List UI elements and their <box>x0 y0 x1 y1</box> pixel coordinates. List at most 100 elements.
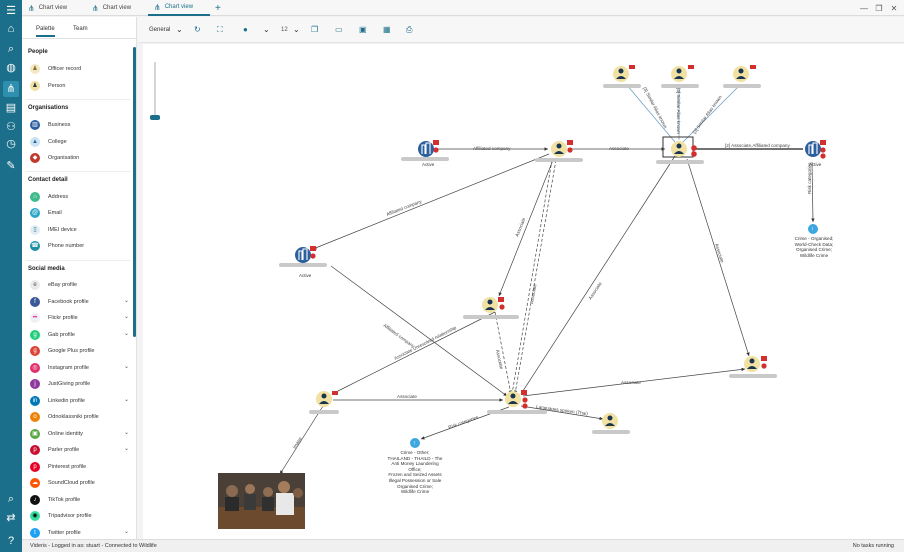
node-risk-category-a[interactable]: ! <box>808 224 818 234</box>
chevron-down-icon[interactable]: ⌄ <box>293 25 300 34</box>
minimize-icon[interactable]: — <box>860 3 868 13</box>
node-business-mid-left[interactable]: Active <box>279 246 327 278</box>
palette-item-officer-record[interactable]: ♟Officer record <box>30 63 133 75</box>
chevron-down-icon[interactable]: ⌄ <box>123 364 129 370</box>
close-icon[interactable]: ✕ <box>890 3 898 13</box>
help-icon[interactable]: ? <box>7 534 15 547</box>
chevron-down-icon[interactable]: ⌄ <box>176 25 183 34</box>
font-size-select[interactable]: 12 <box>281 27 288 33</box>
palette-item-phone-number[interactable]: ☎Phone number <box>30 241 85 251</box>
palette-item-flickr[interactable]: ••Flickr profile⌄ <box>30 312 133 324</box>
palette-item-person[interactable]: ♟Person <box>30 80 133 92</box>
palette-item-business[interactable]: ▥Business <box>30 119 133 131</box>
edge-similar-1[interactable] <box>625 83 676 143</box>
save-image-icon[interactable]: ▣ <box>359 25 367 34</box>
restore-icon[interactable]: ❐ <box>875 3 883 13</box>
report-icon[interactable]: ✎ <box>6 159 16 172</box>
export-image-icon[interactable]: ▦ <box>383 25 391 34</box>
chevron-down-icon[interactable]: ⌄ <box>123 298 129 304</box>
copy-icon[interactable]: ❐ <box>311 25 319 34</box>
chevron-down-icon[interactable]: ⌄ <box>123 397 129 403</box>
node-person-middle[interactable] <box>463 297 519 319</box>
refresh-icon[interactable]: ↻ <box>194 25 201 34</box>
group-icon[interactable]: ⚇ <box>6 120 16 133</box>
palette-item-tripadvisor[interactable]: ◉Tripadvisor profile <box>30 510 133 522</box>
palette-item-organisation[interactable]: ◆Organisation <box>30 152 133 164</box>
chevron-down-icon[interactable]: ⌄ <box>123 529 129 535</box>
edge-similar-3[interactable] <box>682 83 742 143</box>
node-person-top-1[interactable] <box>603 65 641 88</box>
palette-item-soundcloud[interactable]: ☁SoundCloud profile <box>30 478 95 488</box>
search-records-icon[interactable]: ⌕ <box>7 492 15 505</box>
zoom-slider-track[interactable] <box>154 62 156 120</box>
palette-item-college[interactable]: ▲College <box>30 136 133 148</box>
add-tab-button[interactable]: + <box>215 2 221 14</box>
tab-palette[interactable]: Palette <box>36 26 55 37</box>
edge-associate-mid-b[interactable] <box>494 311 513 395</box>
tab-chart-view-1[interactable]: ⋔Chart view <box>28 3 68 13</box>
chevron-down-icon[interactable]: ⌄ <box>123 446 129 452</box>
tab-chart-view-2[interactable]: ⋔Chart view <box>92 3 132 13</box>
hamburger-menu-icon[interactable]: ☰ <box>6 4 16 17</box>
image-node-photo[interactable] <box>218 473 305 529</box>
edge-image[interactable] <box>279 405 324 475</box>
clipboard-icon[interactable]: ▭ <box>335 25 343 34</box>
layout-select[interactable]: General <box>149 27 171 33</box>
palette-item-email[interactable]: @Email <box>30 208 62 218</box>
table-icon[interactable]: ▤ <box>5 101 17 114</box>
palette-scrollbar[interactable] <box>133 47 136 337</box>
edge-associate-dashed-a[interactable] <box>513 159 557 395</box>
tab-chart-view-3[interactable]: ⋔Chart view <box>148 0 210 16</box>
node-person-selected[interactable] <box>656 136 704 164</box>
chevron-down-icon[interactable]: ⌄ <box>123 331 129 337</box>
print-icon[interactable]: ⎙ <box>406 25 413 34</box>
edge-languages[interactable] <box>520 405 604 421</box>
node-business-left[interactable]: Active <box>401 140 449 167</box>
node-business-right[interactable]: Active <box>805 140 826 167</box>
home-icon[interactable]: ⌂ <box>7 22 15 35</box>
chevron-down-icon[interactable]: ⌄ <box>263 25 270 34</box>
search-icon[interactable]: ⌕ <box>7 42 15 55</box>
node-style-icon[interactable]: ● <box>243 25 248 34</box>
node-person-focus[interactable] <box>487 390 547 414</box>
zoom-slider-handle[interactable] <box>150 115 160 120</box>
palette-item-tiktok[interactable]: ♪TikTok profile <box>30 494 133 506</box>
node-person-bottom-right[interactable] <box>592 413 630 434</box>
edge-associate-lower-right[interactable] <box>522 367 746 397</box>
chart-canvas[interactable]: Affiliated company Associate [2] Associa… <box>143 44 904 539</box>
node-risk-category-b[interactable]: ! <box>410 438 420 448</box>
edge-associate-mid-a[interactable] <box>498 159 554 297</box>
chevron-down-icon[interactable]: ⌄ <box>123 314 129 320</box>
edge-associate-diag[interactable] <box>520 155 676 395</box>
node-person-top-2[interactable] <box>661 65 699 88</box>
edge-risk-categories-a[interactable] <box>811 161 815 223</box>
transfer-icon[interactable]: ⇄ <box>6 511 16 524</box>
node-person-center-top[interactable] <box>535 140 583 162</box>
node-person-lower-left[interactable] <box>309 391 339 414</box>
fit-screen-icon[interactable]: ⛶ <box>217 25 223 34</box>
globe-icon[interactable]: ◍ <box>6 61 16 74</box>
node-person-top-3[interactable] <box>723 65 761 88</box>
edge-associate-unresolved[interactable] <box>331 311 496 395</box>
palette-item-imei-device[interactable]: ▯IMEI device <box>30 224 133 236</box>
chart-view-icon[interactable]: ⋔ <box>3 81 19 97</box>
edge-associate-right[interactable] <box>686 158 750 357</box>
node-person-right[interactable] <box>729 356 777 378</box>
edge-associate-dashed-b[interactable] <box>511 159 553 395</box>
palette-item-online-identity[interactable]: ▣Online identity⌄ <box>30 428 133 440</box>
clock-icon[interactable]: ◷ <box>6 137 16 150</box>
palette-item-address[interactable]: ⌂Address <box>30 191 133 203</box>
chevron-down-icon[interactable]: ⌄ <box>123 430 129 436</box>
edge-affiliated-lower[interactable] <box>330 265 508 397</box>
tab-team[interactable]: Team <box>73 26 88 32</box>
